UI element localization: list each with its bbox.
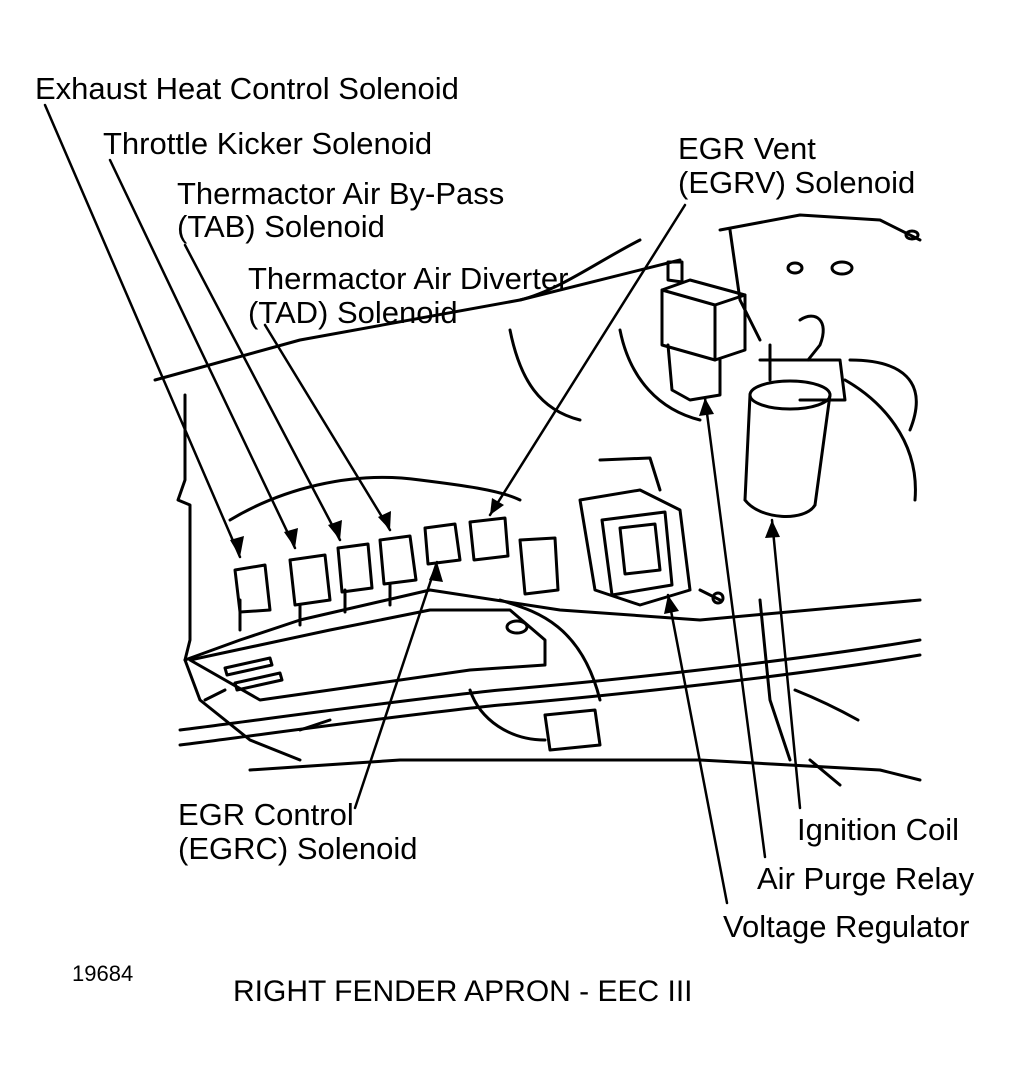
label-ignition-coil: Ignition Coil	[797, 812, 959, 847]
leader-arrowheads	[230, 398, 780, 614]
leader-exhaust-heat	[43, 103, 242, 559]
label-throttle-kicker-solenoid: Throttle Kicker Solenoid	[103, 126, 433, 161]
label-tad-line2: (TAD) Solenoid	[248, 295, 458, 330]
label-voltage-regulator: Voltage Regulator	[723, 909, 970, 944]
figure-number: 19684	[72, 961, 134, 986]
arrow-tab	[328, 520, 342, 540]
voltage-regulator-drawing	[578, 456, 725, 607]
label-egrc-line1: EGR Control	[178, 797, 354, 832]
label-egrv-line1: EGR Vent	[678, 131, 816, 166]
leader-throttle-kicker	[108, 158, 297, 550]
leader-voltage-regulator	[666, 593, 729, 905]
wiring-harness-drawing	[178, 598, 922, 787]
arrow-air-purge-relay	[699, 398, 714, 416]
label-tad-line1: Thermactor Air Diverter	[248, 261, 569, 296]
leader-egrc	[353, 560, 439, 810]
arrow-egrc	[429, 562, 443, 582]
arrow-tad	[378, 511, 391, 530]
arrow-exhaust-heat	[230, 536, 244, 557]
bracket-holes	[786, 229, 920, 276]
leader-air-purge-relay	[703, 396, 767, 859]
label-exhaust-heat-control-solenoid: Exhaust Heat Control Solenoid	[35, 71, 459, 106]
egrv-solenoid-drawing	[660, 260, 747, 402]
fender-apron-outline	[153, 213, 922, 782]
label-tab-line2: (TAB) Solenoid	[177, 209, 385, 244]
ignition-coil-drawing	[743, 314, 918, 518]
mounting-bracket-drawing	[188, 608, 547, 702]
leader-tab	[183, 243, 342, 542]
arrow-voltage-regulator	[664, 595, 679, 614]
label-air-purge-relay: Air Purge Relay	[757, 861, 975, 896]
arrow-throttle-kicker	[284, 528, 298, 548]
leader-lines	[43, 103, 802, 905]
label-tab-line1: Thermactor Air By-Pass	[177, 176, 505, 211]
label-egrv-line2: (EGRV) Solenoid	[678, 165, 916, 200]
leader-egrv	[488, 203, 687, 517]
leader-tad	[263, 323, 392, 532]
label-egrc-line2: (EGRC) Solenoid	[178, 831, 418, 866]
arrow-ignition-coil	[765, 520, 780, 538]
leader-ignition-coil	[770, 518, 802, 810]
solenoid-row-drawing	[228, 475, 560, 632]
figure-caption: RIGHT FENDER APRON - EEC III	[233, 975, 693, 1008]
arrow-egrv	[490, 498, 504, 515]
